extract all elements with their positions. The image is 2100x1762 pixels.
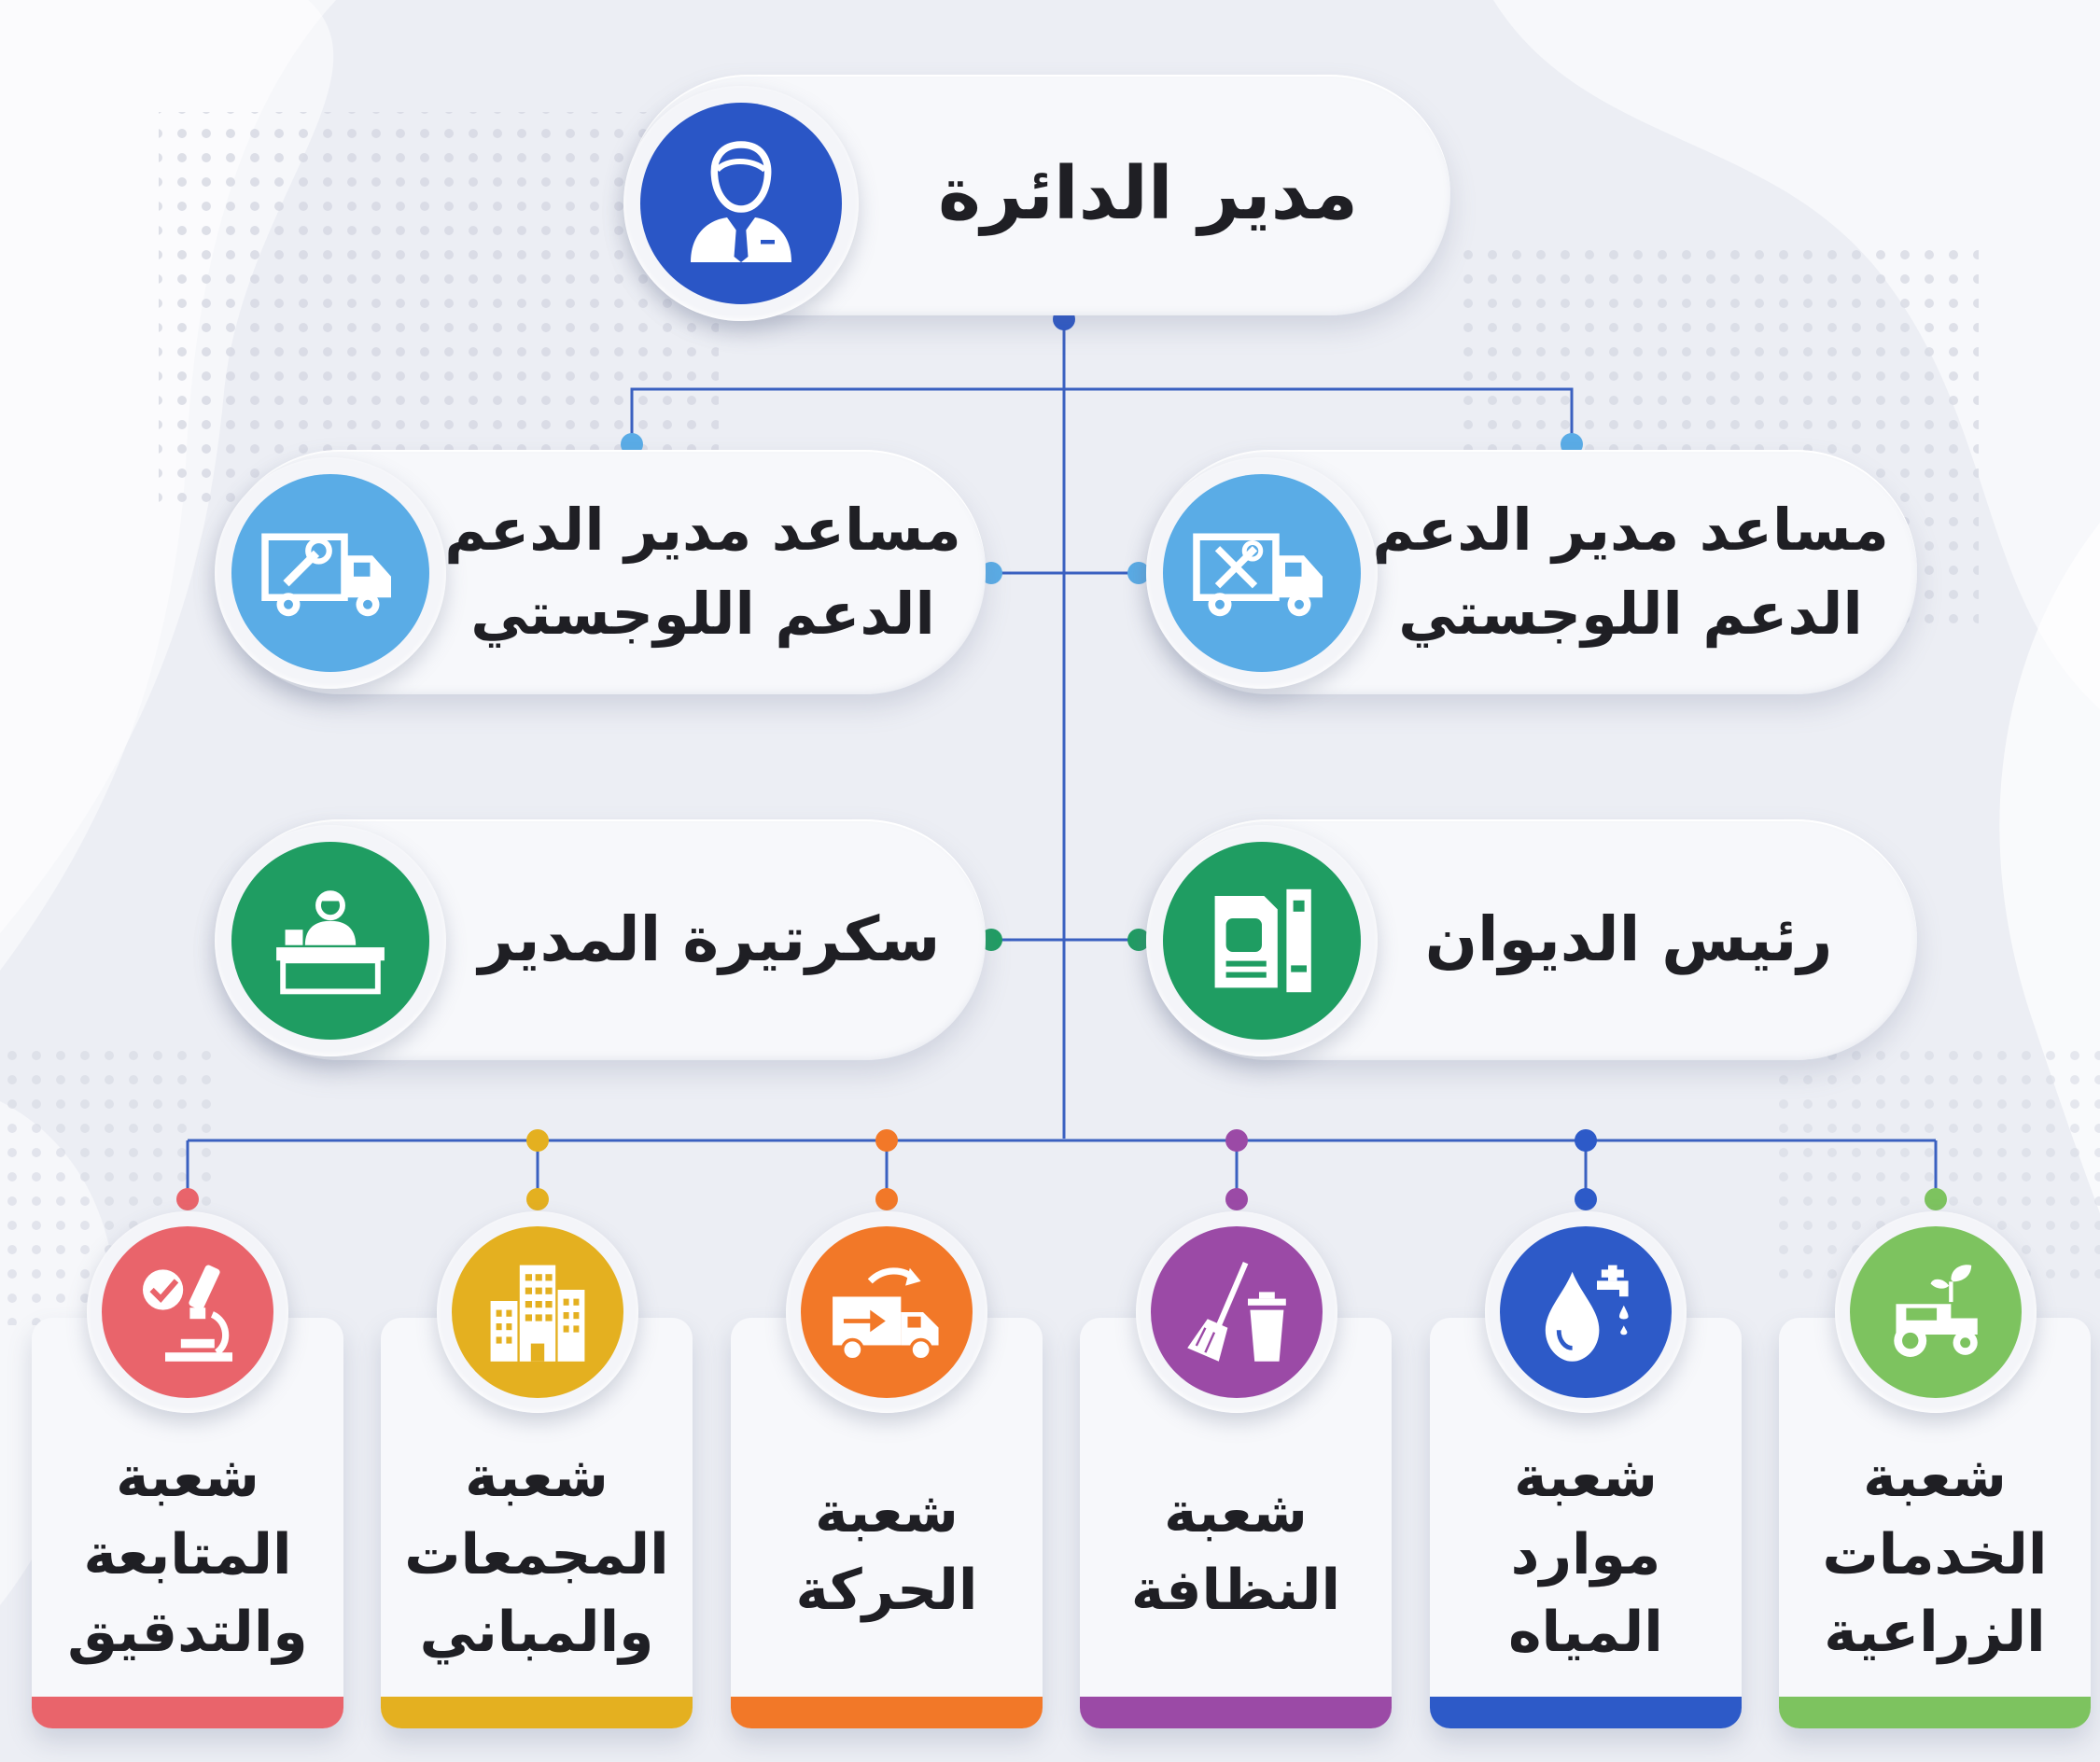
secretary-icon-ring — [215, 825, 446, 1056]
assistant-left-icon-ring — [215, 457, 446, 689]
division-agriculture-line2: الخدمات — [1822, 1521, 2048, 1587]
division-cleaning-bar — [1080, 1697, 1392, 1728]
division-buildings-icon-ring — [437, 1211, 638, 1413]
division-cleaning-line2: النظافة — [1130, 1557, 1341, 1623]
office-head-title: رئيس الديوان — [1424, 903, 1833, 976]
tractor-icon — [1894, 1265, 1978, 1357]
division-audit-icon-ring — [87, 1211, 288, 1413]
documents-icon — [1214, 888, 1311, 993]
division-transport-icon-ring — [786, 1211, 987, 1413]
division-buildings-line1: شعبة — [465, 1445, 609, 1510]
division-card-audit: شعبة المتابعة والتدقيق — [32, 1318, 343, 1728]
division-water-line3: المياه — [1508, 1599, 1663, 1665]
truck-wrench-icon — [261, 533, 391, 617]
assistant-left-line2: الدعم اللوجستي — [470, 580, 935, 648]
assistant-left-text: مساعد مدير الدعم الدعم اللوجستي — [437, 450, 969, 694]
division-buildings-line2: المجمعات — [404, 1521, 669, 1587]
division-agriculture-line1: شعبة — [1863, 1445, 2007, 1510]
buildings-icon — [490, 1265, 585, 1362]
manager-icon — [691, 141, 791, 262]
division-transport-bar — [731, 1697, 1043, 1728]
office-head-icon-ring — [1146, 825, 1378, 1056]
division-audit-line2: المتابعة — [83, 1521, 292, 1587]
division-buildings-bar — [381, 1697, 693, 1728]
division-transport-line1: شعبة — [815, 1480, 959, 1545]
assistant-left-line1: مساعد مدير الدعم — [444, 496, 961, 565]
secretary-desk-icon — [276, 890, 385, 995]
water-drop-icon — [1545, 1265, 1629, 1362]
microscope-check-icon — [143, 1265, 232, 1362]
division-card-buildings: شعبة المجمعات والمباني — [381, 1318, 693, 1728]
division-water-line2: موارد — [1510, 1521, 1661, 1587]
division-card-transport: شعبة الحركة — [731, 1318, 1043, 1728]
director-title: مدير الدائرة — [938, 152, 1358, 237]
division-cleaning-icon-ring — [1136, 1211, 1337, 1413]
division-agriculture-line3: الزراعية — [1824, 1599, 2046, 1665]
division-agriculture-bar — [1779, 1697, 2091, 1728]
moving-truck-icon — [833, 1267, 939, 1362]
division-transport-line2: الحركة — [795, 1557, 978, 1623]
division-agriculture-icon-ring — [1835, 1211, 2037, 1413]
assistant-right-text: مساعد مدير الدعم الدعم اللوجستي — [1365, 450, 1897, 694]
division-water-line1: شعبة — [1514, 1445, 1658, 1510]
assistant-right-line2: الدعم اللوجستي — [1398, 580, 1863, 648]
secretary-title: سكرتيرة المدير — [478, 903, 941, 976]
division-card-cleaning: شعبة النظافة — [1080, 1318, 1392, 1728]
division-cleaning-line1: شعبة — [1164, 1480, 1308, 1545]
assistant-right-icon-ring — [1146, 457, 1378, 689]
division-water-bar — [1430, 1697, 1742, 1728]
division-buildings-line3: والمباني — [419, 1599, 654, 1665]
assistant-right-line1: مساعد مدير الدعم — [1372, 496, 1889, 565]
broom-bin-icon — [1187, 1262, 1286, 1362]
director-icon-ring — [623, 86, 859, 321]
division-audit-bar — [32, 1697, 343, 1728]
division-card-water: شعبة موارد المياه — [1430, 1318, 1742, 1728]
division-audit-line3: والتدقيق — [67, 1599, 308, 1665]
division-audit-line1: شعبة — [116, 1445, 259, 1510]
truck-tools-icon — [1193, 533, 1323, 617]
division-water-icon-ring — [1485, 1211, 1687, 1413]
